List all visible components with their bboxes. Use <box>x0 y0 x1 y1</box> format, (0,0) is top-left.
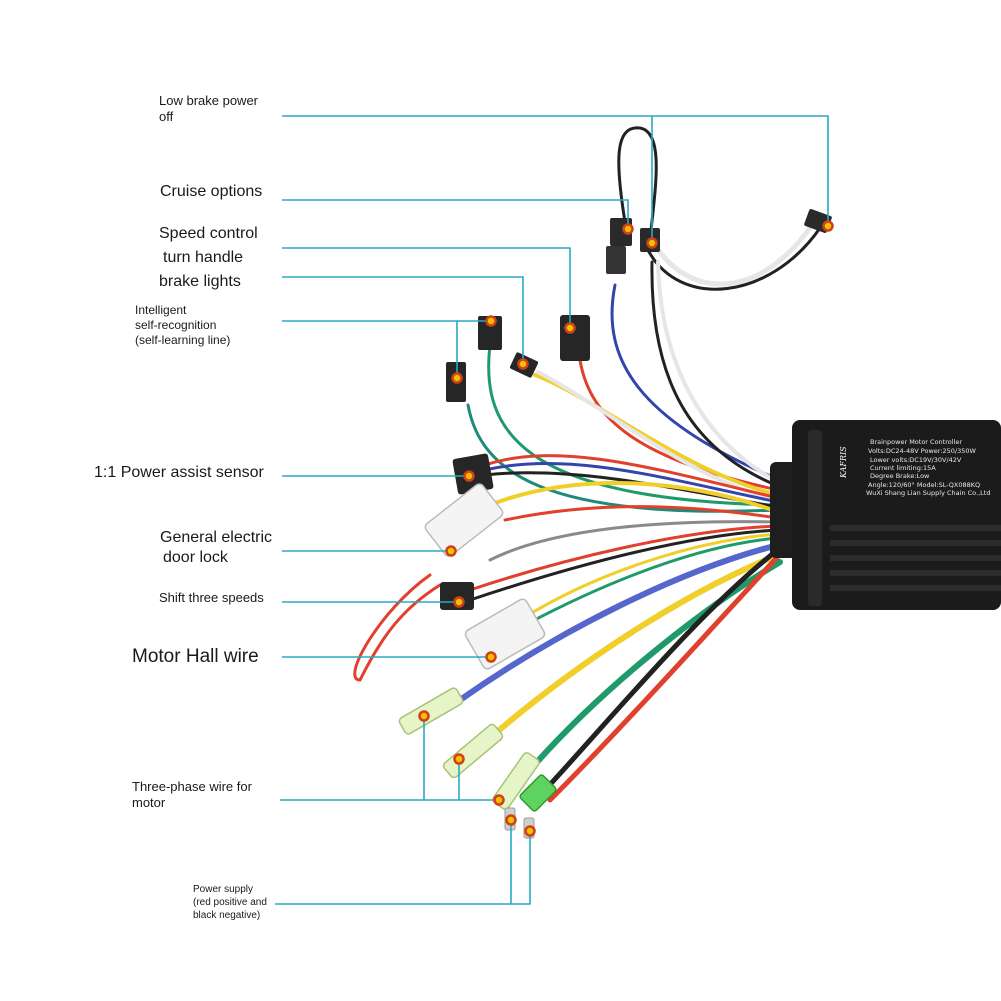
cruise-plug <box>606 246 626 274</box>
phase-wire-blue <box>457 542 781 703</box>
teal-lead <box>466 403 780 513</box>
brake-wire-black <box>646 226 822 291</box>
wire-bundle <box>353 126 822 803</box>
door-lock-connector <box>424 483 504 557</box>
phase-terminal-2 <box>442 723 504 779</box>
cruise-loop <box>617 126 658 242</box>
controller-fin-4 <box>830 570 1001 576</box>
label-door-lock: General electric door lock <box>160 528 272 568</box>
marker-shift <box>453 596 465 608</box>
brake-wire-white <box>652 222 815 287</box>
door-red-loop <box>353 573 442 682</box>
shift-black <box>468 528 780 602</box>
label-power-supply: Power supply (red positive and black neg… <box>193 883 267 922</box>
label-door-lock-line-2: door lock <box>163 549 228 566</box>
phase-wire-green <box>527 559 783 773</box>
assist-yellow <box>488 480 780 514</box>
power-terminal <box>519 774 557 812</box>
marker-phase-1 <box>418 710 430 722</box>
label-shift-three-speeds: Shift three speeds <box>159 590 264 605</box>
marker-door <box>445 545 457 557</box>
label-power-assist-sensor: 1:1 Power assist sensor <box>94 464 264 481</box>
marker-low-brake <box>822 220 834 232</box>
phase-wire-yellow <box>487 552 781 741</box>
marker-speed <box>564 322 576 334</box>
controller-fin-3 <box>830 555 1001 561</box>
marker-intelligent <box>485 315 497 327</box>
label-low-brake-line-1: Low brake power <box>159 93 258 108</box>
assist-red <box>483 454 780 500</box>
leader-speed <box>282 247 571 328</box>
marker-power-2 <box>524 825 536 837</box>
phase-terminal-1 <box>398 687 464 735</box>
label-cruise-options: Cruise options <box>160 183 263 200</box>
marker-phase-3 <box>493 794 505 806</box>
shift-connector <box>440 582 474 610</box>
controller-line-4: Current limiting:15A <box>870 464 936 472</box>
controller-fin-5 <box>830 585 1001 591</box>
blue-lead <box>610 283 777 480</box>
leader-lines <box>275 115 829 905</box>
black-lead <box>650 260 780 488</box>
label-power-supply-line-2: (red positive and <box>193 897 267 908</box>
power-wire-black <box>542 545 783 793</box>
leader-brake-lights <box>282 276 524 364</box>
label-intelligent-self-recognition: Intelligent self-recognition (self-learn… <box>135 303 230 348</box>
marker-phase-2 <box>453 753 465 765</box>
hall-green <box>523 536 780 627</box>
label-three-phase-line-2: motor <box>132 795 166 811</box>
label-speed-control: Speed control <box>159 225 258 242</box>
leader-low-brake <box>282 115 829 226</box>
controller-line-6: Angle:120/60° Model:SL-QX088KQ <box>868 481 980 489</box>
label-three-phase-line-1: Three-phase wire for <box>132 779 252 794</box>
label-three-phase-wire: Three-phase wire for motor <box>132 779 252 812</box>
label-low-brake-line-2: off <box>159 109 174 125</box>
controller-body <box>792 420 1001 610</box>
label-turn-handle: turn handle <box>163 249 244 266</box>
controller-fin-2 <box>830 540 1001 546</box>
label-power-supply-line-1: Power supply <box>193 884 254 895</box>
power-wire-red <box>547 549 785 803</box>
marker-low-brake-2 <box>646 237 658 249</box>
marker-intelligent-2 <box>451 372 463 384</box>
marker-assist <box>463 470 475 482</box>
marker-power-1 <box>505 814 517 826</box>
hall-yellow <box>518 532 780 622</box>
marker-brake-lights <box>517 358 529 370</box>
controller-line-2: Volts:DC24-48V Power:250/350W <box>868 447 977 455</box>
label-door-lock-line-1: General electric <box>160 529 273 546</box>
leader-three-phase <box>280 716 499 801</box>
label-low-brake-power-off: Low brake power off <box>159 93 258 126</box>
assist-blue <box>483 461 780 504</box>
markers <box>418 220 834 837</box>
label-intelligent-line-1: Intelligent <box>135 303 187 317</box>
controller-line-1: Brainpower Motor Controller <box>870 438 962 446</box>
label-motor-hall-wire: Motor Hall wire <box>132 646 259 667</box>
learning-connector <box>478 316 502 350</box>
label-intelligent-line-2: self-recognition <box>135 318 217 332</box>
label-power-supply-line-3: black negative) <box>193 910 261 921</box>
door-red <box>503 505 780 522</box>
controller: KAFRIS Brainpower Motor Controller Volts… <box>770 420 1001 610</box>
controller-line-7: WuXi Shang Lian Supply Chain Co.,Ltd <box>866 489 990 497</box>
marker-hall <box>485 651 497 663</box>
controller-line-3: Lower volts:DC19V/30V/42V <box>870 456 962 464</box>
leader-power <box>275 820 531 905</box>
hall-connector <box>464 598 546 670</box>
controller-clip <box>808 430 822 606</box>
controller-brand: KAFRIS <box>839 446 848 479</box>
shift-red <box>468 524 780 592</box>
controller-fin-1 <box>830 525 1001 531</box>
door-gray <box>488 520 780 562</box>
label-brake-lights: brake lights <box>159 273 241 290</box>
controller-line-5: Degree Brake:Low <box>870 472 930 480</box>
label-intelligent-line-3: (self-learning line) <box>135 333 231 347</box>
speed-connector <box>560 315 590 361</box>
white-lead <box>656 260 780 484</box>
marker-cruise <box>622 223 634 235</box>
leader-cruise <box>282 199 629 229</box>
